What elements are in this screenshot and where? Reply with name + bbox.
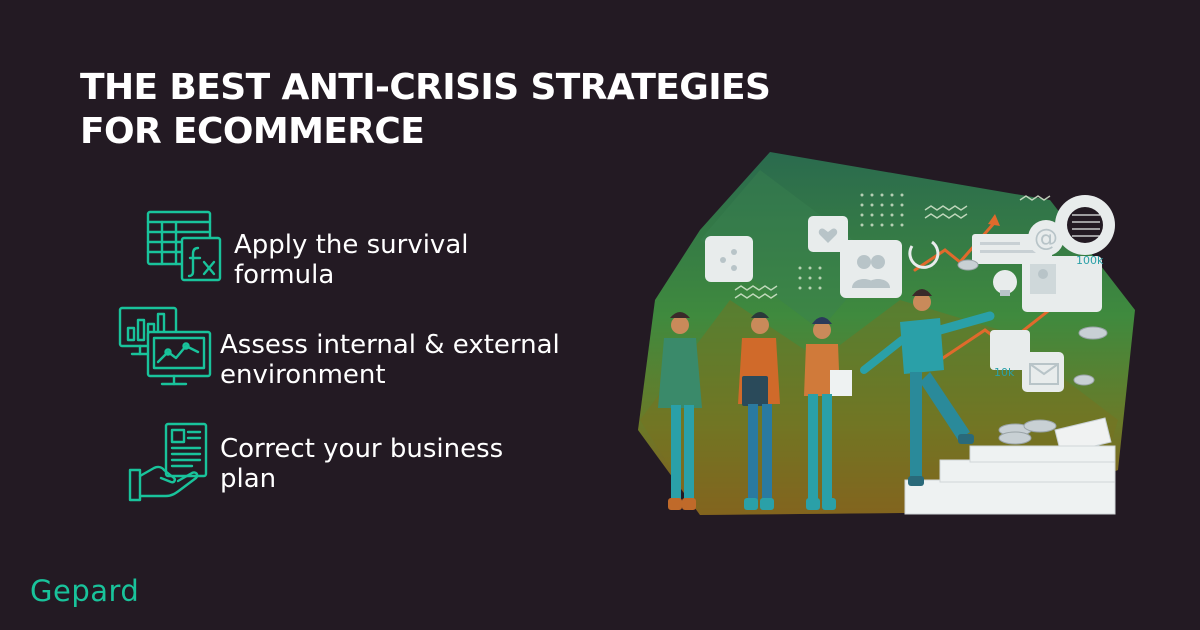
spreadsheet-formula-icon <box>146 210 222 282</box>
strategy-label-line-2: formula <box>234 260 335 290</box>
strategy-label: Apply the survival formula <box>234 230 468 290</box>
dot-pattern-decoration <box>798 193 904 290</box>
strategy-item-business-plan: Correct your business plan <box>128 420 548 510</box>
stairs <box>904 445 1116 515</box>
heart-icon <box>818 228 838 243</box>
person-3 <box>804 317 852 510</box>
strategy-label-line-2: environment <box>220 360 386 390</box>
strategy-label-line-1: Correct your business <box>220 434 504 464</box>
coin-stack <box>957 259 1108 445</box>
strategy-label-line-1: Apply the survival <box>234 230 469 260</box>
share-icon <box>720 249 737 271</box>
gepard-logo: Gepard <box>30 574 140 608</box>
envelope-icon <box>1029 363 1059 385</box>
badge-100k: 100k <box>1076 254 1104 267</box>
page-title: THE BEST ANTI-CRISIS STRATEGIES FOR ECOM… <box>80 66 771 154</box>
strategy-item-assess-environment: Assess internal & external environment <box>118 300 588 400</box>
strategy-label-line-1: Assess internal & external <box>220 330 560 360</box>
strategy-label: Assess internal & external environment <box>220 330 560 390</box>
person-2 <box>738 312 780 510</box>
person-4-presenter <box>860 289 995 486</box>
strategy-label: Correct your business plan <box>220 434 503 494</box>
lightbulb-icon <box>1000 290 1010 296</box>
badge-10k: 10k <box>994 366 1015 379</box>
team-growth-illustration: @ 100k 10k <box>638 152 1135 515</box>
hand-holding-document-icon <box>128 422 208 502</box>
users-icon <box>852 255 890 288</box>
analytics-monitors-icon <box>118 306 212 386</box>
zigzag-decoration <box>734 195 1051 299</box>
at-icon: @ <box>1034 224 1058 252</box>
title-line-1: THE BEST ANTI-CRISIS STRATEGIES <box>80 67 771 108</box>
title-line-2: FOR ECOMMERCE <box>80 111 425 152</box>
strategy-item-survival-formula: Apply the survival formula <box>146 208 506 298</box>
strategy-label-line-2: plan <box>220 464 277 494</box>
person-1 <box>658 312 702 510</box>
